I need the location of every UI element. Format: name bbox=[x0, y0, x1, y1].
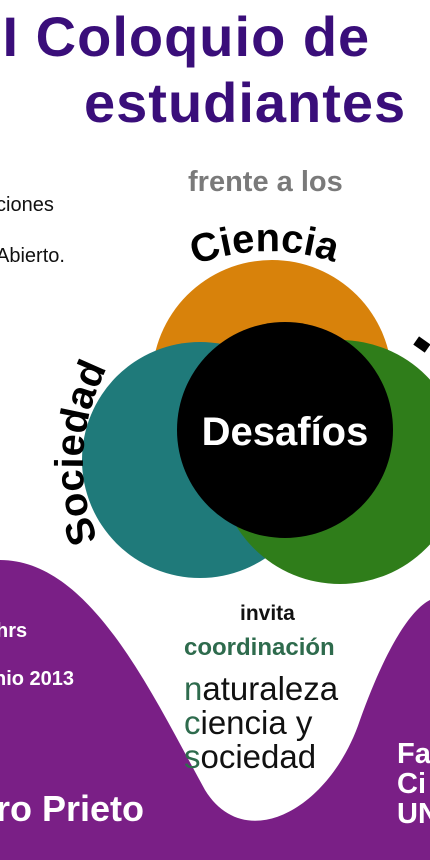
group-line-3: sociedad bbox=[184, 740, 316, 773]
venn-label-center: Desafíos bbox=[202, 410, 369, 454]
group-line-1: naturaleza bbox=[184, 672, 338, 705]
group-line-2-rest: iencia y bbox=[200, 704, 313, 741]
subtitle: frente a los bbox=[188, 166, 343, 198]
side-text-line-2: Abierto. bbox=[0, 245, 65, 267]
venn-label-right-fragment bbox=[413, 336, 430, 353]
title-line-1: II Coloquio de bbox=[0, 5, 371, 68]
invite-label: invita bbox=[240, 602, 295, 625]
group-line-2: ciencia y bbox=[184, 706, 312, 739]
schedule-hours: hrs bbox=[0, 620, 28, 642]
schedule-date: nio 2013 bbox=[0, 668, 75, 690]
group-line-3-rest: ociedad bbox=[200, 738, 317, 775]
group-line-2-initial: c bbox=[184, 704, 201, 741]
title-line-2: estudiantes bbox=[84, 71, 407, 134]
faculty-line-1: Fa bbox=[397, 738, 430, 770]
coordination-label: coordinación bbox=[184, 634, 335, 661]
group-line-3-initial: s bbox=[184, 738, 201, 775]
faculty-line-2: Ci bbox=[397, 768, 426, 800]
faculty-line-3: UN bbox=[397, 798, 430, 830]
speaker-name: ro Prieto bbox=[0, 788, 145, 829]
side-text-line-1: ciones bbox=[0, 194, 54, 216]
group-line-1-initial: n bbox=[184, 670, 203, 707]
group-line-1-rest: aturaleza bbox=[202, 670, 339, 707]
venn-circle-center bbox=[177, 322, 393, 538]
